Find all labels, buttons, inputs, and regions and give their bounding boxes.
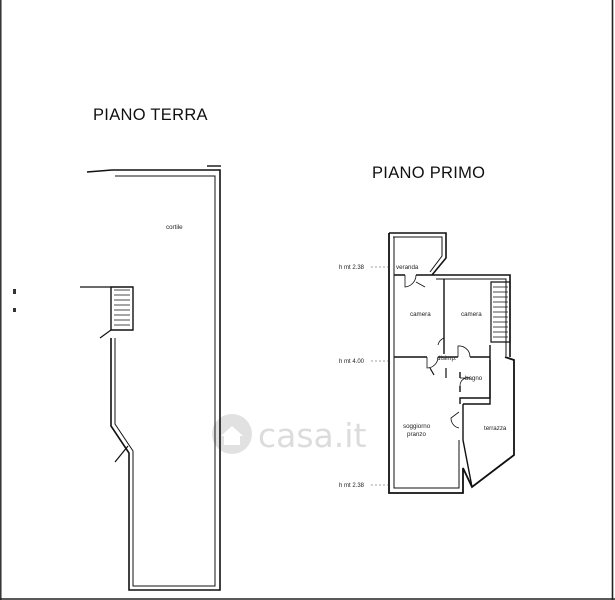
ground-floor-stair [80,286,134,339]
room-label-bedroom-1: camera [410,311,431,318]
room-label-veranda: veranda [396,264,419,271]
house-logo-icon [212,414,252,454]
height-label-top: h mt 2.38 [339,265,365,271]
watermark-text: casa.it [258,416,366,455]
room-label-bathroom: bagno [465,375,483,382]
height-label-bottom: h mt 2.38 [339,483,365,489]
room-label-courtyard: cortile [166,224,183,231]
room-label-bedroom-2: camera [461,311,482,318]
room-label-dining: pranzo [407,431,426,438]
ground-floor-title: PIANO TERRA [93,106,208,124]
room-label-living: soggiorno [403,423,431,430]
first-floor-plan: veranda camera camera disimp. bagno sogg… [339,232,515,494]
room-label-hallway: disimp. [437,355,457,362]
margin-mark [13,289,16,294]
height-label-middle: h mt 4.00 [339,359,365,365]
first-floor-stair [490,281,511,343]
watermark: casa.it [212,414,366,455]
margin-mark [13,308,16,312]
ground-floor-plan: cortile [80,165,221,591]
first-floor-title: PIANO PRIMO [372,164,485,182]
room-label-terrace: terrazza [484,425,507,432]
